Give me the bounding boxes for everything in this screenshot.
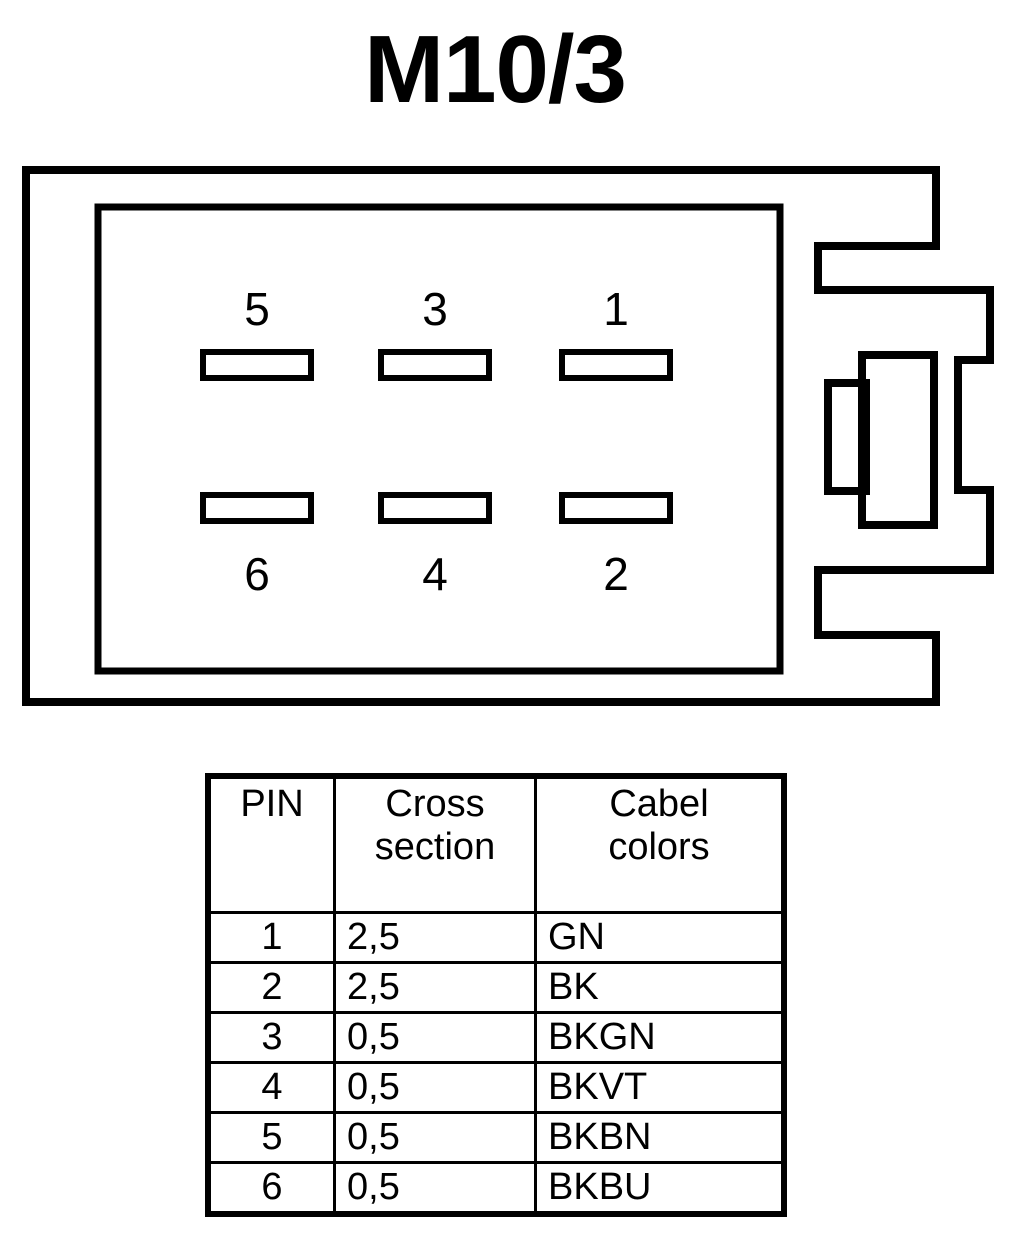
latch-notch xyxy=(824,379,870,495)
connector-diagram: 5 3 1 6 4 2 xyxy=(0,150,1024,720)
pin-number-3: 3 xyxy=(422,283,448,335)
connector-drawing: 5 3 1 6 4 2 xyxy=(22,166,994,706)
column-header-cabel-colors-line2: colors xyxy=(608,825,710,868)
cell-cabel-color: GN xyxy=(534,911,784,964)
cell-cross-section: 0,5 xyxy=(333,1011,537,1064)
cell-pin: 2 xyxy=(208,961,336,1014)
cell-pin: 1 xyxy=(208,911,336,964)
cell-pin: 4 xyxy=(208,1061,336,1114)
column-header-cabel-colors-line1: Cabel xyxy=(609,783,709,825)
table-header: PIN Cross section Cabel colors xyxy=(208,776,784,914)
connector-inner-frame xyxy=(94,203,784,675)
pin-number-1: 1 xyxy=(603,283,629,335)
pin-slot-5[interactable] xyxy=(200,349,314,381)
pin-number-2: 2 xyxy=(603,548,629,600)
cell-cross-section: 2,5 xyxy=(333,961,537,1014)
pin-slot-6[interactable] xyxy=(200,492,314,524)
cell-cabel-color: BKVT xyxy=(534,1061,784,1114)
pin-slot-4[interactable] xyxy=(378,492,492,524)
table-row: 5 0,5 BKBN xyxy=(208,1111,784,1164)
column-header-pin-line1: PIN xyxy=(240,783,304,825)
cell-cross-section: 0,5 xyxy=(333,1161,537,1214)
latch-tongue xyxy=(858,351,938,529)
table-row: 4 0,5 BKVT xyxy=(208,1061,784,1114)
pin-slot-1[interactable] xyxy=(559,349,673,381)
cell-cabel-color: BKBU xyxy=(534,1161,784,1214)
cell-cross-section: 2,5 xyxy=(333,911,537,964)
cell-pin: 3 xyxy=(208,1011,336,1064)
cell-pin: 5 xyxy=(208,1111,336,1164)
column-header-cross-section-line1: Cross xyxy=(385,783,485,825)
column-header-cross-section: Cross section xyxy=(333,776,537,914)
table-row: 3 0,5 BKGN xyxy=(208,1011,784,1064)
table-header-row: PIN Cross section Cabel colors xyxy=(208,776,784,914)
cell-pin: 6 xyxy=(208,1161,336,1214)
table-row: 2 2,5 BK xyxy=(208,961,784,1014)
column-header-cabel-colors: Cabel colors xyxy=(534,776,784,914)
cell-cabel-color: BKBN xyxy=(534,1111,784,1164)
table-body: 1 2,5 GN 2 2,5 BK 3 0,5 BKGN 4 0,5 BKVT … xyxy=(208,911,784,1214)
column-header-cross-section-line2: section xyxy=(374,825,496,868)
pin-assignment-table: PIN Cross section Cabel colors 1 2,5 GN … xyxy=(205,773,787,1217)
cell-cabel-color: BK xyxy=(534,961,784,1014)
pin-slot-3[interactable] xyxy=(378,349,492,381)
pin-number-5: 5 xyxy=(244,283,270,335)
cell-cabel-color: BKGN xyxy=(534,1011,784,1064)
table-row: 1 2,5 GN xyxy=(208,911,784,964)
column-header-pin: PIN xyxy=(208,776,336,914)
cell-cross-section: 0,5 xyxy=(333,1111,537,1164)
pin-number-4: 4 xyxy=(422,548,448,600)
page-title: M10/3 xyxy=(364,16,627,123)
table-row: 6 0,5 BKBU xyxy=(208,1161,784,1214)
connector-outer-housing xyxy=(22,166,994,706)
cell-cross-section: 0,5 xyxy=(333,1061,537,1114)
pin-slot-2[interactable] xyxy=(559,492,673,524)
pin-number-6: 6 xyxy=(244,548,270,600)
